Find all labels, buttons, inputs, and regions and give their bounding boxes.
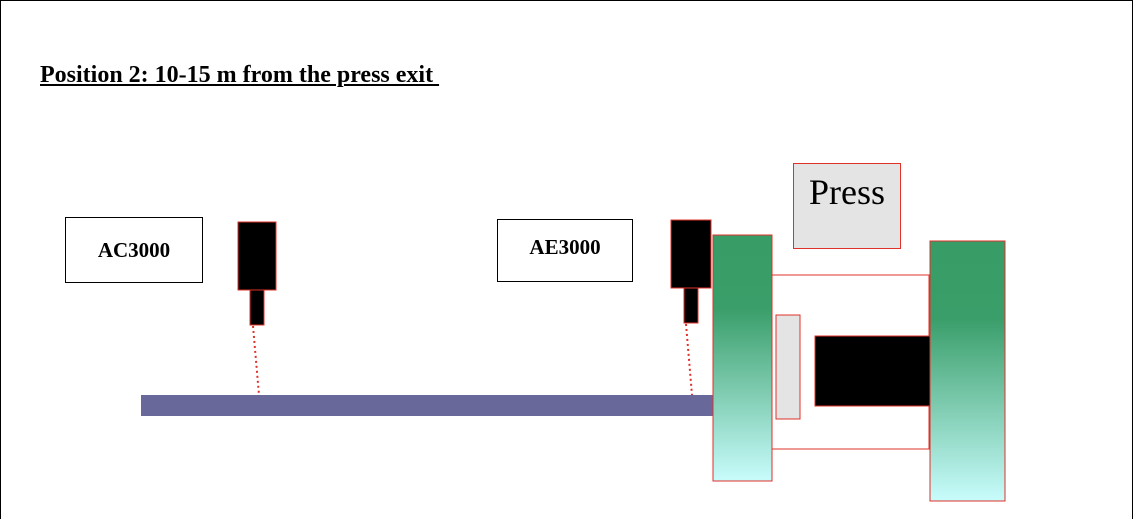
roller-right [929,240,1006,502]
sensor-label-ac3000: AC3000 [65,217,203,283]
press-label: Press [793,163,901,249]
sensor-label-ae3000: AE3000 [497,219,633,282]
sensor-beam-ac3000 [252,325,260,396]
sensor-tip-ac3000 [249,289,265,326]
sensor-body-ac3000 [237,221,277,291]
sensor-body-ae3000 [670,219,712,289]
sensor-tip-ae3000 [683,287,699,324]
sensor-beam-ae3000 [685,323,693,396]
conveyor-strip [141,395,715,416]
page-title: Position 2: 10-15 m from the press exit [40,62,440,88]
press-ram [814,335,934,407]
roller-left [712,234,773,482]
press-plate [775,314,801,420]
